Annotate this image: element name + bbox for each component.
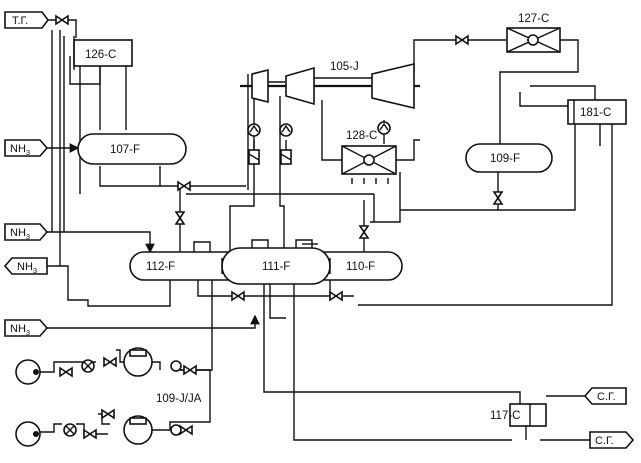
compressor-icon — [371, 62, 415, 110]
valve-icon — [183, 364, 197, 376]
equipment-109j: 109-J/JA — [15, 347, 202, 447]
valve-icon — [101, 408, 115, 420]
equipment-117c: 117-C — [490, 403, 547, 427]
flow-meter-icon — [377, 121, 391, 135]
svg-text:С.Г.: С.Г. — [595, 435, 614, 447]
flow-meter-icon — [247, 123, 261, 137]
svg-text:181-C: 181-C — [580, 107, 611, 119]
svg-text:NH3: NH3 — [17, 261, 37, 275]
equipment-128c: 128-C — [341, 130, 397, 184]
equipment-drum-assembly: 112-F 111-F 110-F — [129, 239, 403, 285]
cooler-icon — [363, 154, 375, 166]
svg-text:127-C: 127-C — [518, 13, 549, 25]
piping — [40, 19, 613, 441]
stream-flag-nh3-2: NH3 — [4, 223, 49, 241]
svg-text:110-F: 110-F — [346, 261, 375, 273]
compressor-icon — [251, 68, 269, 104]
valve-icon — [179, 424, 193, 436]
svg-text:NH3: NH3 — [10, 323, 30, 337]
valve-icon — [492, 191, 504, 205]
valve-icon — [59, 366, 73, 378]
flow-meter-icon — [170, 360, 182, 372]
svg-text:128-C: 128-C — [346, 130, 377, 142]
instruments — [247, 121, 391, 165]
valve-icon — [358, 225, 370, 239]
cooler-icon — [527, 34, 539, 46]
stream-flag-nh3-1: NH3 — [4, 139, 49, 157]
svg-text:NH3: NH3 — [10, 143, 30, 157]
stream-flag-sg-out: С.Г. — [589, 431, 635, 449]
filter-icon — [248, 149, 260, 165]
stream-flag-sg-in: С.Г. — [583, 387, 627, 405]
equipment-127c: 127-C — [506, 13, 561, 53]
svg-text:112-F: 112-F — [146, 261, 175, 273]
compressor-icon — [285, 66, 315, 106]
valves — [55, 14, 504, 440]
svg-text:105-J: 105-J — [330, 61, 359, 73]
equipment-181c: 181-C — [567, 99, 627, 125]
svg-text:126-C: 126-C — [85, 49, 116, 61]
valve-icon — [83, 428, 97, 440]
svg-text:С.Г.: С.Г. — [597, 391, 616, 403]
equipment-126c: 126-C — [73, 36, 133, 70]
equipment-105j: 105-J — [251, 61, 415, 110]
stream-flag-nh3-4: NH3 — [4, 319, 49, 337]
valve-icon — [103, 356, 117, 368]
svg-text:Т.Г.: Т.Г. — [12, 15, 28, 27]
valve-icon — [231, 290, 245, 302]
svg-text:NH3: NH3 — [10, 227, 30, 241]
svg-text:109-F: 109-F — [490, 153, 520, 165]
valve-icon — [177, 180, 191, 192]
valve-icon — [174, 211, 186, 225]
svg-text:107-F: 107-F — [110, 144, 140, 156]
svg-text:117-C: 117-C — [490, 410, 520, 422]
valve-icon — [55, 14, 69, 26]
flow-meter-icon — [279, 123, 293, 137]
svg-text:109-J/JA: 109-J/JA — [156, 393, 202, 405]
stream-flag-tg: Т.Г. — [4, 11, 49, 29]
svg-text:111-F: 111-F — [262, 261, 290, 273]
filter-icon — [280, 149, 292, 165]
flow-meter-icon — [170, 424, 182, 436]
valve-icon — [329, 290, 343, 302]
stream-flag-nh3-3: NH3 — [3, 257, 48, 275]
valve-icon — [455, 34, 469, 46]
equipment-109f: 109-F — [465, 143, 553, 173]
pump-icon — [15, 359, 41, 385]
pump-icon — [15, 421, 41, 447]
equipment-107f: 107-F — [77, 133, 187, 165]
